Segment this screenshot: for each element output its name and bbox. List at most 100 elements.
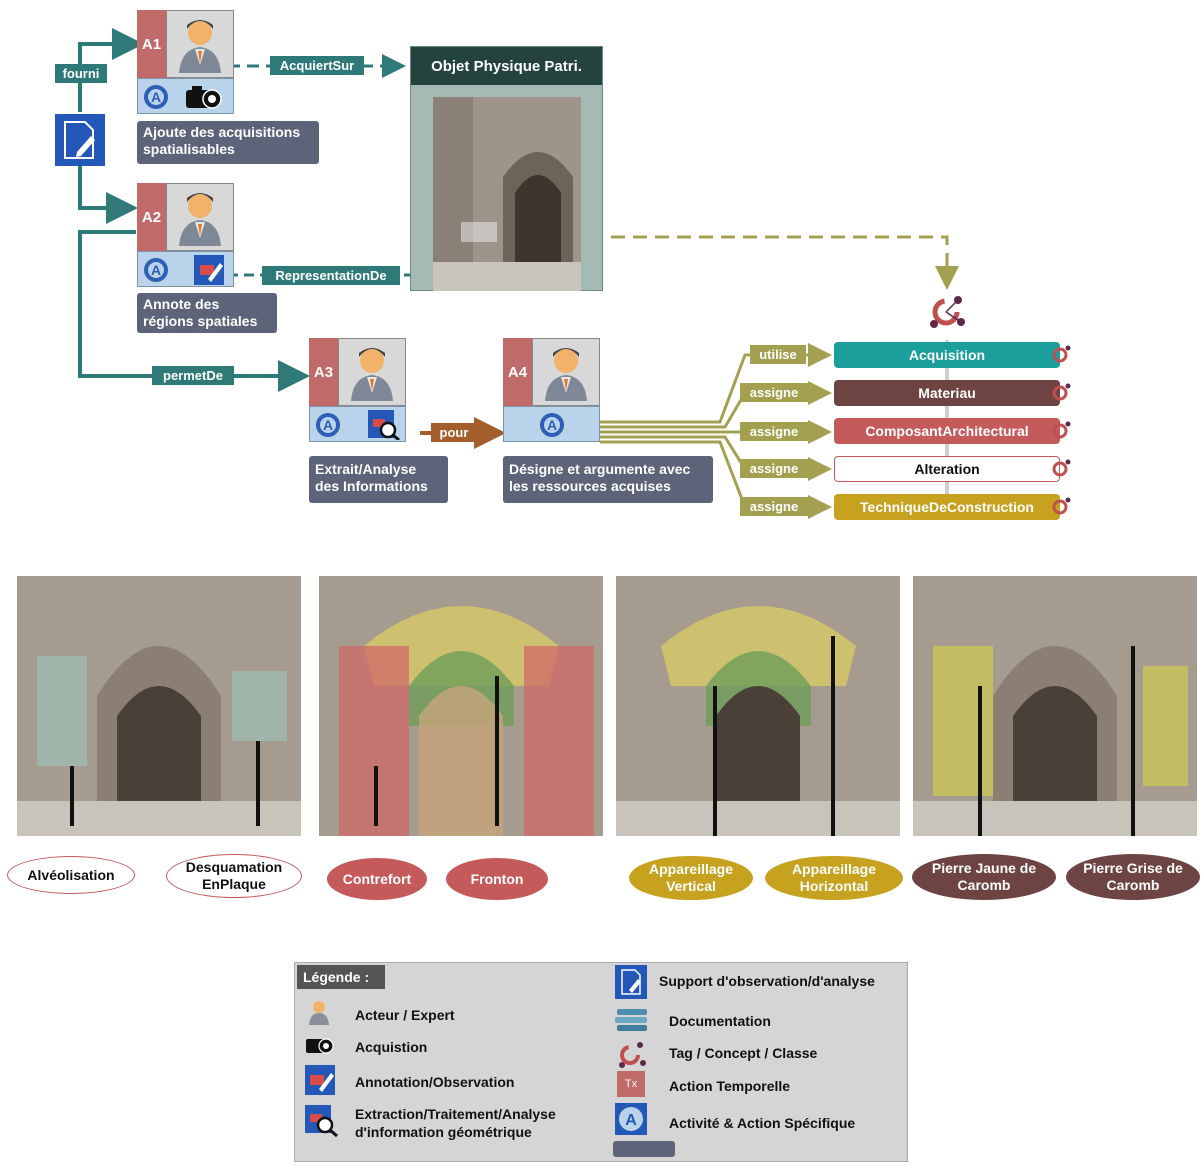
concept-alteration-label: Alteration (914, 461, 980, 477)
a1-caption: Ajoute des acquisitions spatialisables (137, 121, 319, 164)
concept-bar-tag-icons (1052, 345, 1071, 515)
gear-a-icon: A (144, 85, 168, 109)
a1-tag: A1 (137, 10, 166, 78)
magnifier-icon (305, 1105, 338, 1137)
legend-documentation: Documentation (669, 1013, 771, 1029)
label-alveolisation: Alvéolisation (7, 856, 135, 894)
camera-icon (186, 86, 222, 109)
person-icon (532, 338, 600, 406)
relation-fourni: fourni (55, 64, 107, 83)
gear-a-icon: A (316, 413, 340, 437)
relation-permet-de: permetDe (152, 366, 234, 385)
magnifier-icon (368, 410, 400, 440)
object-photo (433, 97, 581, 291)
legend-support: Support d'observation/d'analyse (659, 973, 875, 989)
concept-tag-icon (930, 296, 965, 328)
svg-text:A: A (547, 417, 557, 433)
label-alveolisation-text: Alvéolisation (27, 866, 115, 883)
label-pierre-grise-l2: Caromb (1106, 877, 1160, 893)
concept-technique: TechniqueDeConstruction (834, 494, 1060, 520)
activity-a2: A2 A (137, 183, 234, 287)
relation-pour: pour (431, 423, 477, 442)
relation-representation-de: RepresentationDe (262, 266, 400, 285)
a4-caption-line2: les ressources acquises (509, 478, 671, 494)
document-edit-icon (615, 965, 647, 999)
legend-tag: Tag / Concept / Classe (669, 1045, 818, 1061)
temporal-action-icon: Tx (617, 1071, 645, 1097)
concept-composant: ComposantArchitectural (834, 418, 1060, 444)
a4-tag: A4 (503, 338, 532, 406)
camera-icon (306, 1038, 334, 1054)
label-pierre-grise-l1: Pierre Grise de (1083, 860, 1183, 876)
label-desquamation-l1: Desquamation (185, 859, 283, 875)
legend-acteur: Acteur / Expert (355, 1007, 455, 1023)
annotation-icon (194, 255, 224, 285)
relation-utilise: utilise (750, 345, 806, 364)
concept-materiau-label: Materiau (918, 385, 976, 401)
relation-acquiert-sur: AcquiertSur (270, 56, 364, 75)
a4-caption-line1: Désigne et argumente avec (509, 461, 691, 477)
label-contrefort: Contrefort (327, 858, 427, 900)
person-icon (166, 183, 234, 251)
activity-a1: A1 A (137, 10, 234, 114)
object-panel-title: Objet Physique Patri. (411, 47, 602, 85)
a1-caption-line2: spatialisables (143, 141, 235, 157)
photo-technique (616, 576, 900, 836)
a3-tag: A3 (309, 338, 338, 406)
gear-a-icon: A (540, 413, 564, 437)
a2-tools: A (137, 251, 234, 287)
a2-tag: A2 (137, 183, 166, 251)
a2-caption-line2: régions spatiales (143, 313, 258, 329)
person-icon (166, 10, 234, 78)
gear-a-icon: A (615, 1103, 647, 1135)
concept-materiau: Materiau (834, 380, 1060, 406)
legend-annotation: Annotation/Observation (355, 1074, 515, 1090)
legend-action-temporelle: Action Temporelle (669, 1078, 791, 1094)
legend-extraction-l2: d'information géométrique (355, 1124, 532, 1140)
relation-assigne: assigne (740, 383, 808, 402)
legend: Légende : Acteur / Expert Acquistion Ann… (294, 962, 908, 1162)
concept-alteration: Alteration (834, 456, 1060, 482)
photo-alteration (17, 576, 301, 836)
concept-tag-icon (619, 1042, 646, 1068)
label-contrefort-text: Contrefort (342, 870, 412, 887)
label-app-vert-l1: Appareillage (648, 861, 734, 877)
svg-text:A: A (151, 262, 161, 278)
person-icon (338, 338, 406, 406)
label-fronton: Fronton (446, 858, 548, 900)
relation-assigne: assigne (740, 497, 808, 516)
photo-composant (319, 576, 603, 836)
label-app-vert-l2: Vertical (666, 878, 716, 894)
svg-text:A: A (323, 417, 333, 433)
activity-a3: A3 A (309, 338, 406, 442)
tx-symbol: Tx (624, 1078, 638, 1090)
label-desquamation-l2: EnPlaque (202, 876, 266, 892)
annotation-icon (305, 1065, 335, 1095)
relation-assigne: assigne (740, 422, 808, 441)
label-fronton-text: Fronton (470, 870, 524, 887)
concept-acquisition: Acquisition (834, 342, 1060, 368)
object-panel: Objet Physique Patri. (410, 46, 603, 291)
concept-composant-label: ComposantArchitectural (865, 423, 1029, 439)
svg-text:A: A (625, 1112, 637, 1129)
a4-tools: A (503, 406, 600, 442)
label-app-hor-l1: Appareillage (791, 861, 877, 877)
relation-assigne: assigne (740, 459, 808, 478)
svg-text:A: A (151, 89, 161, 105)
person-icon (309, 1001, 329, 1025)
a3-caption-line2: des Informations (315, 478, 428, 494)
concept-technique-label: TechniqueDeConstruction (860, 499, 1034, 515)
a2-caption-line1: Annote des (143, 296, 220, 312)
label-pierre-jaune-l2: Caromb (957, 877, 1011, 893)
concept-acquisition-label: Acquisition (908, 347, 986, 363)
a1-caption-line1: Ajoute des acquisitions (143, 124, 301, 140)
document-edit-icon (55, 114, 105, 166)
legend-title: Légende : (297, 965, 385, 989)
label-app-hor-l2: Horizontal (799, 878, 869, 894)
